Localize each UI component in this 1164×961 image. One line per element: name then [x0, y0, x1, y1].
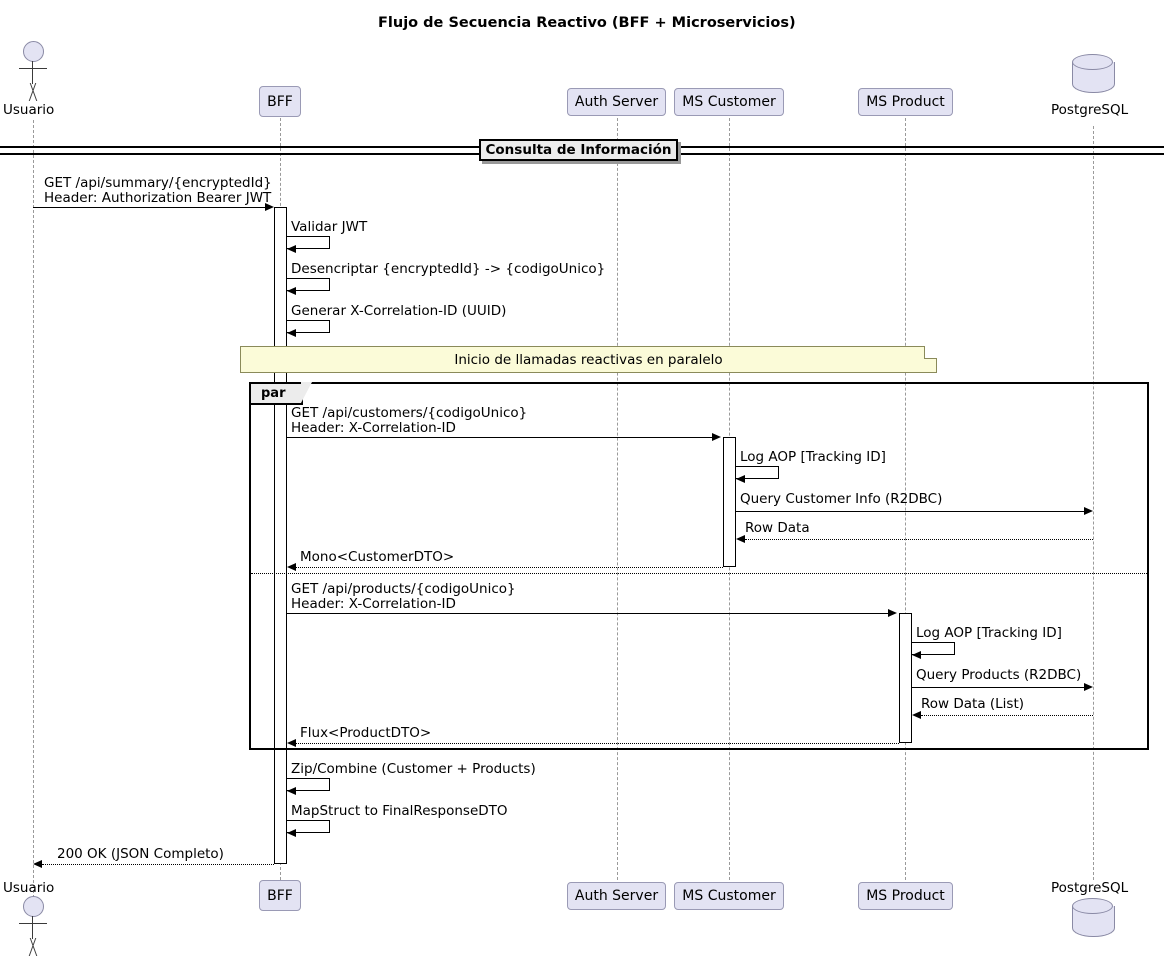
message-label-m3: Desencriptar {encryptedId} -> {codigoUni… [291, 261, 606, 277]
actor-arms-icon [19, 923, 47, 924]
participant-bff-bottom[interactable]: BFF [259, 880, 301, 911]
note-text: Inicio de llamadas reactivas en paralelo [454, 351, 723, 368]
message-label-m2: Validar JWT [291, 219, 368, 235]
participant-customer-top[interactable]: MS Customer [674, 88, 784, 116]
lifeline-usuario [33, 120, 34, 898]
message-line-m10 [287, 613, 888, 614]
message-label-m7: Query Customer Info (R2DBC) [740, 491, 943, 507]
arrowhead-m9 [287, 563, 296, 571]
divider-line-left [0, 146, 481, 148]
arrowhead-m15 [287, 787, 296, 795]
participant-product-bottom[interactable]: MS Product [858, 882, 953, 910]
message-label-m17: 200 OK (JSON Completo) [57, 846, 224, 862]
arrowhead-m4 [287, 329, 296, 337]
actor-head-icon [23, 896, 44, 917]
participant-auth-top[interactable]: Auth Server [567, 88, 666, 116]
activation-product [899, 613, 912, 743]
arrowhead-m17 [33, 860, 42, 868]
lifeline-product [905, 118, 906, 880]
fragment-separator [251, 573, 1147, 574]
divider-label: Consulta de Información [479, 139, 678, 161]
message-label-m5-line1: GET /api/customers/{codigoUnico} [291, 405, 528, 421]
arrowhead-m1 [265, 203, 274, 211]
message-label-m1-line2: Header: Authorization Bearer JWT [44, 190, 272, 206]
message-label-m16: MapStruct to FinalResponseDTO [291, 803, 508, 819]
participant-label-postgres-bottom: PostgreSQL [1051, 880, 1129, 896]
arrowhead-m2 [287, 245, 296, 253]
participant-product-top[interactable]: MS Product [858, 88, 953, 116]
note-parallel-calls: Inicio de llamadas reactivas en paralelo [240, 346, 937, 373]
arrowhead-m7 [1084, 507, 1093, 515]
message-line-m12 [912, 687, 1084, 688]
divider-line-right [676, 146, 1164, 148]
database-cylinder-top-icon [1072, 54, 1113, 70]
arrowhead-m16 [287, 829, 296, 837]
message-line-m5 [287, 437, 712, 438]
message-selfloop-m6 [736, 466, 779, 479]
actor-body-icon [32, 61, 33, 84]
actor-body-icon [32, 916, 33, 939]
participant-customer-bottom[interactable]: MS Customer [674, 882, 784, 910]
divider-line-right2 [676, 153, 1164, 155]
message-line-m1 [33, 207, 265, 208]
fragment-operator-label: par [251, 382, 312, 405]
arrowhead-m13 [912, 711, 921, 719]
message-line-m13 [921, 715, 1093, 716]
message-label-m10-line2: Header: X-Correlation-ID [291, 596, 456, 612]
diagram-title: Flujo de Secuencia Reactivo (BFF + Micro… [378, 15, 796, 31]
arrowhead-m8 [736, 535, 745, 543]
message-line-m9 [296, 567, 723, 568]
message-selfloop-m4 [287, 320, 330, 333]
actor-usuario-bottom[interactable] [14, 896, 52, 958]
actor-head-icon [23, 41, 44, 62]
message-label-m5-line2: Header: X-Correlation-ID [291, 420, 456, 436]
arrowhead-m11 [912, 651, 921, 659]
message-label-m9: Mono<CustomerDTO> [300, 549, 455, 565]
arrowhead-m10 [888, 609, 897, 617]
activation-customer [723, 437, 736, 567]
message-line-m7 [736, 511, 1084, 512]
message-line-m14 [296, 743, 899, 744]
message-label-m11: Log AOP [Tracking ID] [916, 625, 1062, 641]
message-line-m8 [745, 539, 1093, 540]
arrowhead-m14 [287, 739, 296, 747]
message-label-m14: Flux<ProductDTO> [300, 725, 432, 741]
message-selfloop-m11 [912, 642, 955, 655]
message-selfloop-m16 [287, 820, 330, 833]
participant-postgres-bottom[interactable] [1072, 898, 1115, 945]
note-fold-corner-icon [924, 346, 937, 359]
combined-fragment-par [249, 382, 1149, 750]
message-label-m4: Generar X-Correlation-ID (UUID) [291, 303, 507, 319]
arrowhead-m3 [287, 287, 296, 295]
message-selfloop-m15 [287, 778, 330, 791]
actor-arms-icon [19, 68, 47, 69]
lifeline-auth [617, 118, 618, 880]
actor-usuario-top[interactable] [14, 41, 52, 103]
lifeline-postgres [1093, 126, 1094, 880]
message-selfloop-m3 [287, 278, 330, 291]
arrowhead-m12 [1084, 683, 1093, 691]
database-cylinder-top-icon [1072, 898, 1113, 914]
message-label-m15: Zip/Combine (Customer + Products) [291, 761, 536, 777]
message-label-m1-line1: GET /api/summary/{encryptedId} [44, 175, 272, 191]
participant-label-usuario-top: Usuario [3, 102, 55, 118]
message-label-m12: Query Products (R2DBC) [916, 667, 1082, 683]
participant-bff-top[interactable]: BFF [259, 86, 301, 117]
arrowhead-m5 [712, 433, 721, 441]
arrowhead-m6 [736, 475, 745, 483]
message-label-m10-line1: GET /api/products/{codigoUnico} [291, 581, 516, 597]
message-label-m6: Log AOP [Tracking ID] [740, 449, 886, 465]
message-label-m8: Row Data [745, 520, 810, 536]
message-label-m13: Row Data (List) [921, 696, 1025, 712]
participant-label-postgres-top: PostgreSQL [1051, 102, 1129, 118]
participant-postgres-top[interactable] [1072, 54, 1115, 101]
message-line-m17 [42, 864, 274, 865]
divider-line-left2 [0, 153, 481, 155]
participant-label-usuario-bottom: Usuario [3, 880, 55, 896]
participant-auth-bottom[interactable]: Auth Server [567, 882, 666, 910]
message-selfloop-m2 [287, 236, 330, 249]
